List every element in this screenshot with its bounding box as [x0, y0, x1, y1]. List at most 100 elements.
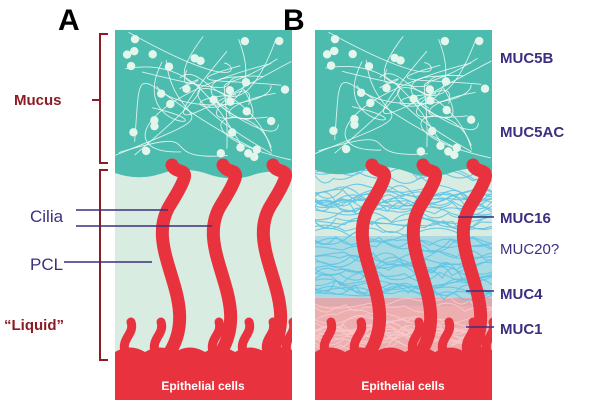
- mucin-bead: [280, 85, 290, 94]
- mucin-bead: [226, 97, 235, 106]
- mucin-bead: [366, 98, 375, 108]
- microvillus: [149, 317, 167, 357]
- mucin-bead: [130, 47, 139, 56]
- mucin-bead: [356, 88, 366, 97]
- liquid-bracket: [99, 169, 108, 361]
- cilium: [456, 158, 492, 359]
- mucin-fiber: [315, 169, 492, 184]
- mucus-fiber: [197, 87, 273, 155]
- panel-b-microvilli: [319, 317, 492, 357]
- microvillus: [481, 317, 492, 357]
- mucus-fiber: [415, 89, 451, 118]
- mucin-fiber: [315, 268, 492, 282]
- microvillus: [207, 317, 225, 357]
- panel-b-mucus-mesh: [315, 31, 492, 160]
- mucin-bead: [240, 36, 250, 46]
- panel-a-mucus-mesh: [115, 31, 292, 162]
- microvillus: [261, 317, 279, 357]
- mucin-bead: [364, 62, 374, 71]
- muc4-label: MUC4: [500, 286, 543, 303]
- panel-b-letter: B: [283, 4, 305, 37]
- mucin-bead: [241, 78, 251, 87]
- mucus-fiber: [351, 61, 386, 121]
- mucin-bead: [348, 49, 357, 59]
- microvillus: [461, 317, 479, 357]
- mucin-fiber: [315, 338, 492, 352]
- mucin-bead: [126, 61, 136, 71]
- microvillus: [281, 317, 292, 357]
- cilium: [256, 158, 292, 359]
- liquid-label: “Liquid”: [4, 317, 64, 334]
- mucus-fiber: [115, 60, 193, 156]
- panel-a: Epithelial cells: [115, 30, 292, 400]
- pcl-label: PCL: [30, 255, 63, 274]
- microvillus: [437, 317, 455, 357]
- mucin-bead: [150, 121, 159, 131]
- mucus-fiber: [151, 61, 186, 122]
- mucus-bracket: [92, 33, 108, 164]
- mucin-bead: [227, 128, 237, 137]
- cilium: [206, 158, 242, 359]
- mucus-fiber: [356, 84, 472, 105]
- mucin-bead: [166, 99, 175, 109]
- mucin-bead: [275, 36, 284, 46]
- mucin-bead: [209, 95, 218, 105]
- mucin-fiber: [315, 197, 492, 216]
- mucin-bead: [426, 96, 435, 105]
- mucin-bead: [480, 84, 490, 93]
- mucus-fiber: [318, 139, 428, 155]
- mucus-fiber: [215, 90, 251, 119]
- mucin-bead: [252, 145, 261, 154]
- mucin-bead: [425, 85, 435, 94]
- mucus-fiber: [128, 31, 232, 73]
- mucin-fiber: [315, 235, 492, 249]
- mucin-bead: [122, 50, 132, 59]
- mucin-bead: [390, 53, 399, 63]
- mucin-bead: [150, 116, 159, 125]
- muc5b-label: MUC5B: [500, 50, 554, 67]
- mucin-fiber: [315, 265, 492, 280]
- panel-b-cells-label: Epithelial cells: [361, 379, 445, 393]
- microvillus: [119, 317, 137, 357]
- mucus-fiber: [134, 82, 256, 150]
- microvillus: [319, 317, 337, 357]
- mucin-bead: [409, 94, 418, 104]
- mucus-fiber: [156, 85, 272, 106]
- mucus-fiber: [334, 82, 456, 149]
- mucus-fiber: [118, 140, 228, 157]
- mucin-bead: [442, 105, 451, 115]
- mucin-fiber: [315, 302, 492, 313]
- mucin-bead: [441, 77, 451, 86]
- mucin-fiber: [315, 194, 492, 212]
- mucin-bead: [330, 46, 339, 56]
- mucus-fiber: [315, 59, 393, 154]
- mucus-fiber: [399, 38, 447, 107]
- mucus-fiber: [420, 115, 491, 159]
- mucin-fiber: [315, 329, 492, 346]
- muc1-label: MUC1: [500, 321, 543, 338]
- mucin-bead: [382, 83, 391, 93]
- mucin-fiber: [315, 198, 492, 217]
- panel-a-microvilli: [119, 317, 292, 357]
- mucin-bead: [266, 116, 276, 126]
- microvillus: [407, 317, 425, 357]
- mucin-bead: [452, 143, 461, 153]
- mucus-fiber: [423, 57, 478, 148]
- mucin-bead: [450, 150, 459, 160]
- mucus-fiber: [328, 31, 432, 73]
- mucin-bead: [350, 114, 359, 124]
- mucin-bead: [436, 141, 445, 150]
- microvillus: [237, 317, 255, 357]
- panel-a-cilia: [155, 158, 292, 359]
- mucin-bead: [329, 126, 338, 135]
- mucin-bead: [440, 36, 450, 46]
- mucin-bead: [250, 152, 259, 162]
- muc5ac-label: MUC5AC: [500, 124, 564, 141]
- mucus-fiber: [406, 64, 482, 85]
- mucus-fiber: [379, 39, 477, 96]
- mucin-bead: [236, 143, 245, 152]
- mucin-bead: [416, 147, 426, 156]
- mucus-fiber: [183, 51, 292, 116]
- mucus-fiber: [397, 87, 473, 153]
- mucin-bead: [190, 54, 199, 63]
